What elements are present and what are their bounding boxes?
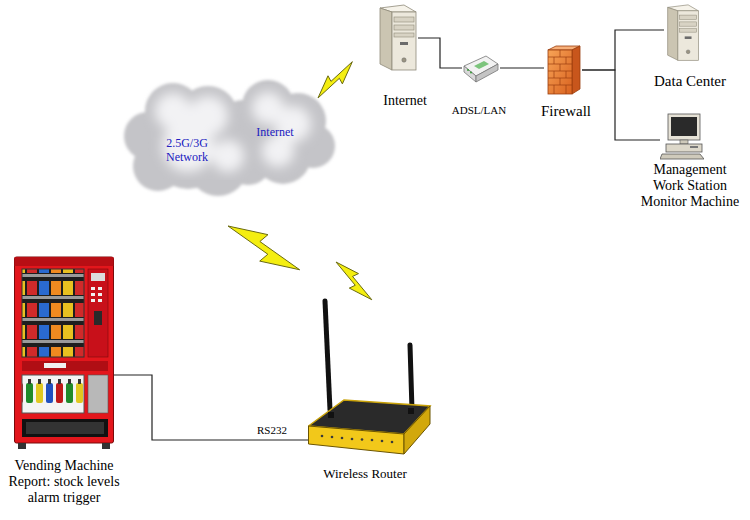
- server-icon: Data Center: [664, 4, 702, 62]
- connector-line: [418, 38, 462, 68]
- firewall-picture: [548, 46, 580, 94]
- router-shape: [308, 298, 432, 456]
- vending-shape: [14, 255, 114, 450]
- workstation-picture: [660, 114, 704, 159]
- server-shape: [664, 4, 702, 62]
- firewall-icon: Firewall: [544, 44, 582, 96]
- node-label: Internet: [256, 126, 293, 140]
- node-label: 2.5G/3G Network: [157, 137, 217, 165]
- node-label: Wireless Router: [323, 467, 407, 482]
- server-shape: [378, 4, 418, 72]
- node-label: Firewall: [541, 103, 591, 120]
- cloud-shape: [118, 66, 338, 214]
- connector-line: [500, 67, 544, 68]
- wireless-router: Wireless Router: [308, 298, 432, 456]
- workstation-icon: Management Work Station Monitor Machine: [660, 112, 704, 160]
- modem-shape: [462, 52, 500, 84]
- modem-icon: ADSL/LAN: [462, 52, 500, 84]
- router-picture: [309, 301, 431, 454]
- lightning-bolt: [312, 56, 358, 103]
- connector-line: [114, 375, 308, 440]
- vending-machine: Vending Machine Report: stock levels ala…: [14, 255, 114, 450]
- server-picture: [380, 5, 416, 70]
- connector-label: RS232: [255, 424, 289, 437]
- connector-line: [582, 70, 660, 140]
- node-label: Internet: [383, 93, 427, 109]
- node-label: Management Work Station Monitor Machine: [638, 162, 742, 210]
- node-label: ADSL/LAN: [452, 104, 506, 117]
- node-label: Vending Machine Report: stock levels ala…: [5, 458, 123, 506]
- workstation-shape: [660, 112, 704, 160]
- lightning-bolt: [330, 256, 378, 305]
- server-picture: [668, 5, 699, 60]
- network-cloud: 2.5G/3G Network Internet: [118, 66, 338, 214]
- lightning-bolt: [221, 215, 307, 282]
- server-icon: Internet: [378, 4, 418, 72]
- connector-line: [582, 30, 664, 70]
- node-label: Data Center: [654, 73, 726, 90]
- cloud-picture: [124, 80, 335, 196]
- firewall-shape: [544, 44, 582, 96]
- vending-picture: [15, 257, 114, 449]
- modem-picture: [464, 56, 498, 82]
